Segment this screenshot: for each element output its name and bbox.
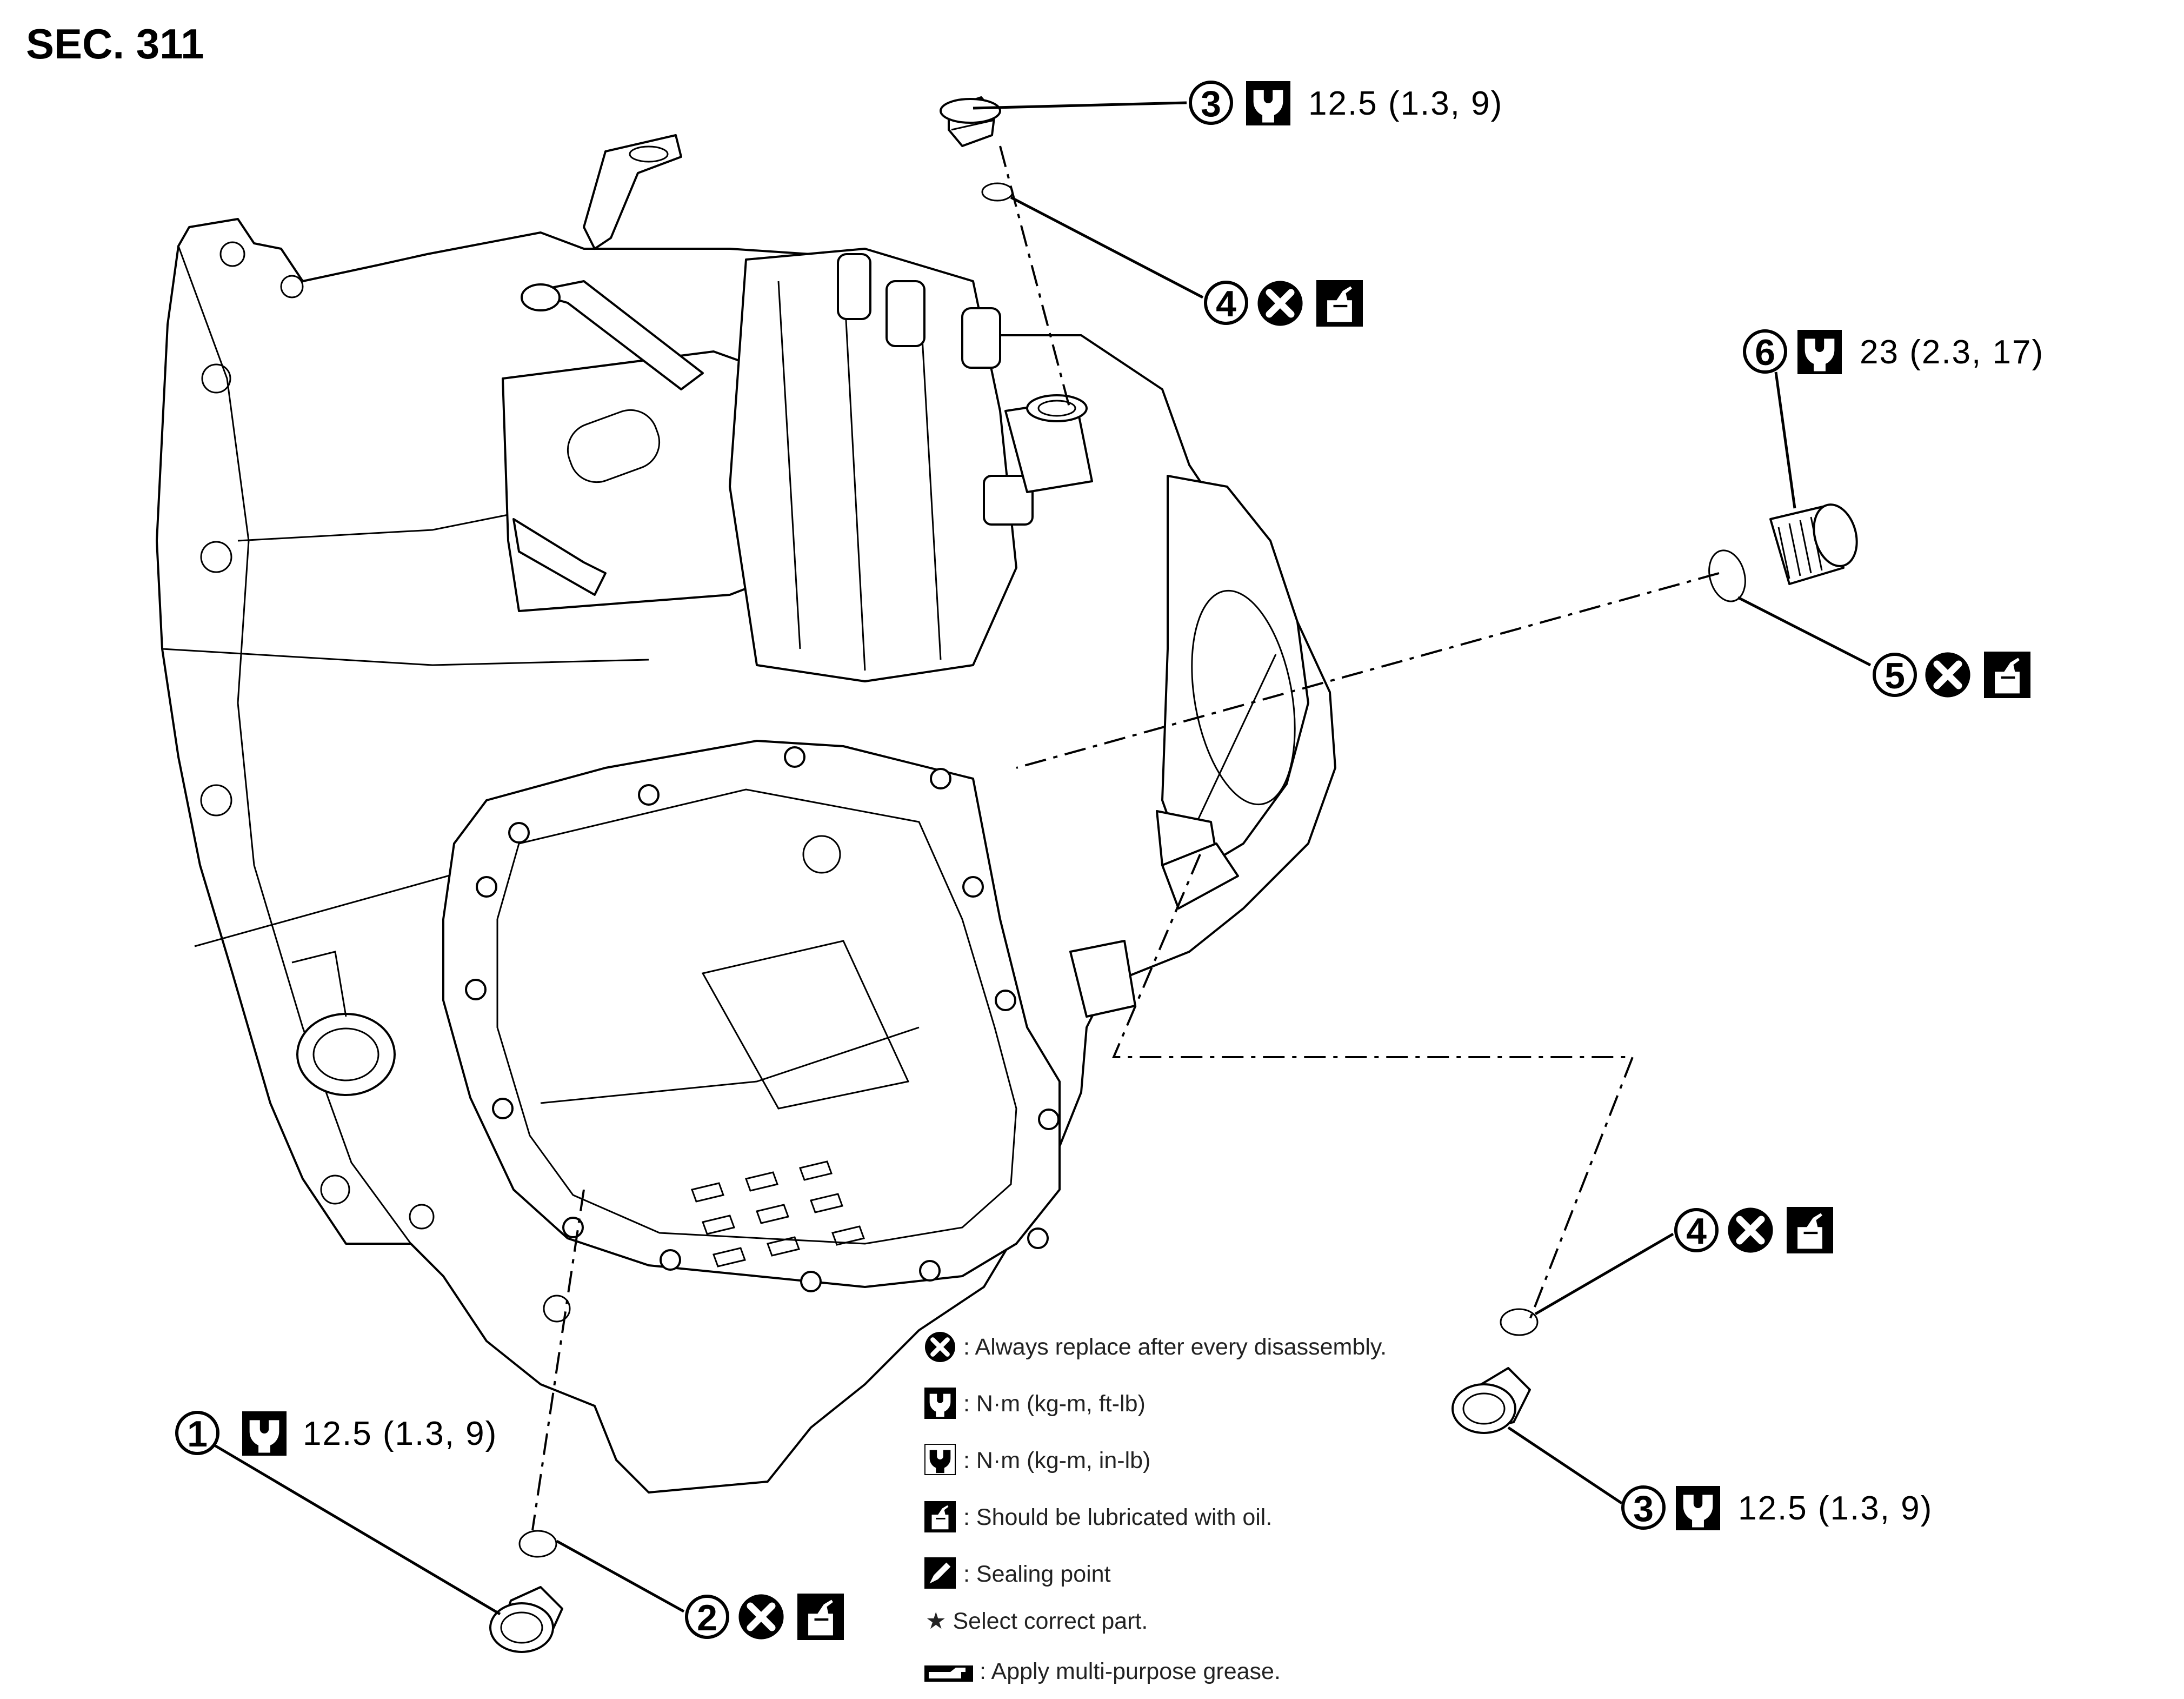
legend-item-lubricate: : Should be lubricated with oil. [924, 1501, 1272, 1532]
callout-4-upper-number: 4 [1216, 283, 1236, 324]
callout-4-upper: 4 [1204, 280, 1363, 327]
torque-wrench-icon [924, 1388, 956, 1419]
callout-3-upper-torque: 12.5 (1.3, 9) [1308, 85, 1503, 122]
oil-can-icon [1316, 280, 1363, 327]
torque-wrench-icon [1797, 330, 1842, 374]
torque-wrench-icon [1676, 1486, 1720, 1530]
oil-can-icon [924, 1501, 956, 1532]
svg-text:: Sealing point: : Sealing point [963, 1561, 1111, 1587]
svg-text:: N·m (kg-m, in-lb): : N·m (kg-m, in-lb) [963, 1448, 1150, 1474]
callout-4-lower-number: 4 [1686, 1211, 1707, 1252]
always-replace-icon [1257, 281, 1302, 326]
callout-3-lower-torque: 12.5 (1.3, 9) [1738, 1490, 1933, 1527]
callout-leaders [211, 101, 1872, 1616]
legend-item-always-replace: : Always replace after every disassembly… [925, 1332, 1387, 1362]
always-replace-icon [1925, 652, 1970, 697]
svg-text:: Should be lubricated with oi: : Should be lubricated with oil. [963, 1504, 1272, 1530]
callout-3-lower-number: 3 [1633, 1488, 1654, 1529]
transaxle-housing [156, 134, 1336, 1494]
o-ring-4-lower [1500, 1308, 1539, 1336]
svg-text:: Always replace after every d: : Always replace after every disassembly… [963, 1334, 1387, 1360]
callout-6-number: 6 [1755, 332, 1775, 373]
oil-can-icon [1787, 1207, 1833, 1253]
legend-item-grease: : Apply multi-purpose grease. [924, 1658, 1281, 1684]
callout-2: 2 [685, 1594, 844, 1640]
torque-wrench-in-lb-icon [924, 1444, 956, 1475]
o-ring-5 [1708, 549, 1746, 602]
section-title: SEC. 311 [26, 20, 204, 68]
callout-1-torque: 12.5 (1.3, 9) [303, 1415, 497, 1452]
legend-item-sealing-point: : Sealing point [924, 1557, 1111, 1589]
torque-wrench-icon [1246, 81, 1290, 125]
callout-1-number: 1 [187, 1413, 208, 1455]
sealing-point-icon [924, 1557, 956, 1589]
legend-item-select-part: ★ Select correct part. [925, 1608, 1148, 1634]
always-replace-icon [1728, 1207, 1773, 1252]
svg-text:: N·m (kg-m, ft-lb): : N·m (kg-m, ft-lb) [963, 1391, 1146, 1417]
grease-gun-icon [924, 1665, 973, 1682]
svg-text:: Apply multi-purpose grease.: : Apply multi-purpose grease. [980, 1658, 1281, 1684]
oil-can-icon [1984, 652, 2030, 698]
callout-3-upper: 3 12.5 (1.3, 9) [1189, 81, 1503, 125]
callout-5-number: 5 [1885, 655, 1905, 696]
callout-3-upper-number: 3 [1201, 83, 1221, 124]
callout-3-lower: 3 12.5 (1.3, 9) [1621, 1485, 1933, 1530]
o-ring-4-upper [981, 182, 1014, 202]
legend: : Always replace after every disassembly… [924, 1332, 1387, 1684]
plug-6 [1769, 503, 1858, 585]
always-replace-icon [738, 1594, 783, 1639]
oil-can-icon [797, 1594, 844, 1640]
callout-4-lower: 4 [1674, 1207, 1833, 1253]
torque-wrench-icon [242, 1411, 287, 1456]
o-ring-2 [518, 1530, 557, 1558]
plug-3-lower [1451, 1367, 1531, 1434]
always-replace-icon [925, 1332, 955, 1362]
plug-1 [489, 1586, 563, 1653]
callout-5: 5 [1873, 652, 2030, 698]
svg-text:★ Select correct part.: ★ Select correct part. [925, 1608, 1148, 1634]
callout-6: 6 23 (2.3, 17) [1743, 329, 2044, 374]
callout-1: 1 12.5 (1.3, 9) [175, 1411, 497, 1456]
callout-6-torque: 23 (2.3, 17) [1860, 334, 2044, 371]
legend-item-torque-in-lb: : N·m (kg-m, in-lb) [924, 1444, 1150, 1475]
callout-2-number: 2 [697, 1597, 717, 1638]
plug-3-upper [940, 96, 1001, 147]
legend-item-torque-ft-lb: : N·m (kg-m, ft-lb) [924, 1388, 1146, 1419]
